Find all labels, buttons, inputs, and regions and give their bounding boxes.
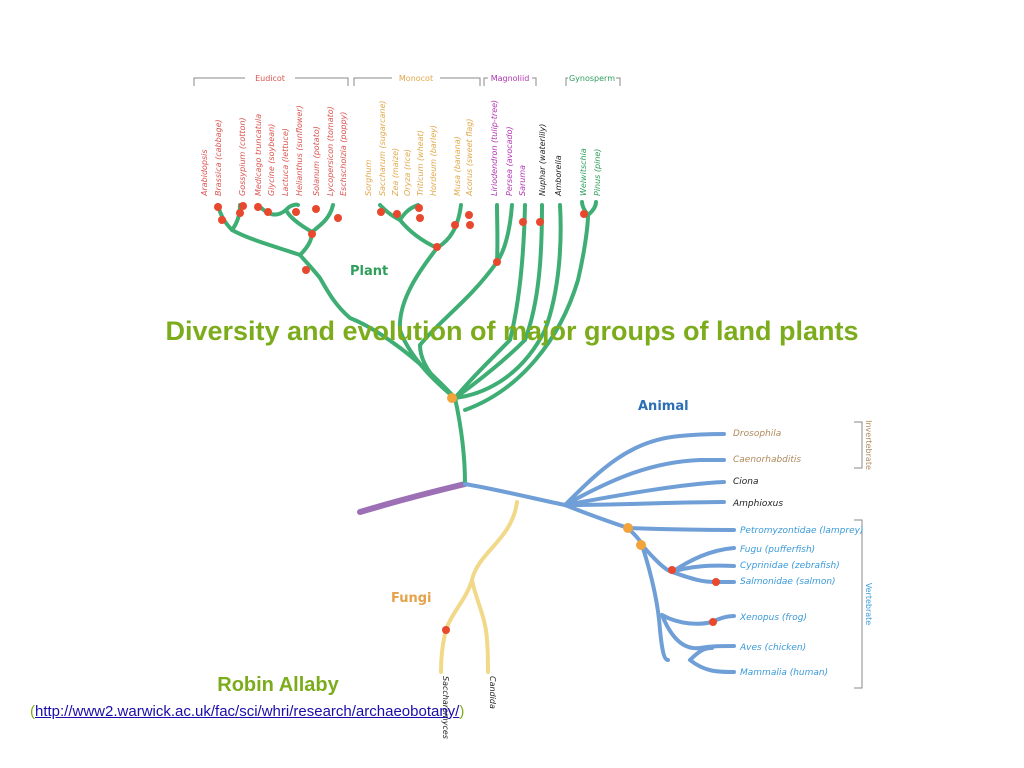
source-link-line: (http://www2.warwick.ac.uk/fac/sci/whri/…: [30, 703, 464, 720]
taxon-label: Gossypium (cotton): [238, 117, 247, 196]
plant-taxon-labels: Arabidopsis Brassica (cabbage) Gossypium (…: [200, 100, 602, 197]
taxon-label: Zea (maize): [391, 148, 400, 197]
group-label-plant: Plant: [350, 264, 388, 279]
node-marker: [709, 618, 717, 626]
taxon-label: Sorghum: [364, 160, 373, 196]
clade-label-gymnosperm: Gynosperm: [569, 74, 615, 83]
taxon-label: Solanum (potato): [312, 126, 321, 196]
node-marker: [334, 214, 342, 222]
node-marker: [292, 208, 300, 216]
clade-brackets: [193, 77, 621, 86]
root-branch: [357, 481, 468, 515]
node-marker: [447, 393, 457, 403]
group-label-fungi: Fungi: [391, 591, 432, 606]
taxon-label: Lactuca (lettuce): [281, 128, 290, 196]
node-marker: [214, 203, 222, 211]
taxon-label: Candida: [488, 676, 497, 709]
taxon-label: Fugu (pufferfish): [740, 545, 815, 555]
node-marker: [493, 258, 501, 266]
taxon-label: Saccharomyces: [441, 676, 450, 739]
node-marker: [442, 626, 450, 634]
taxon-label: Glycine (soybean): [267, 124, 276, 196]
node-marker: [254, 203, 262, 211]
node-marker: [519, 218, 527, 226]
taxon-label: Helianthus (sunflower): [295, 105, 304, 196]
taxon-label: Amphioxus: [732, 499, 783, 509]
taxon-label: Liriodendron (tulip-tree): [490, 100, 499, 196]
node-marker: [302, 266, 310, 274]
taxon-label: Brassica (cabbage): [214, 119, 223, 196]
taxon-label: Acorus (sweet flag): [465, 119, 474, 197]
node-marker: [393, 210, 401, 218]
node-marker: [580, 210, 588, 218]
taxon-label: Welwitschia: [579, 148, 588, 196]
node-marker: [668, 566, 676, 574]
taxon-label: Saruma: [518, 165, 527, 196]
source-link[interactable]: http://www2.warwick.ac.uk/fac/sci/whri/r…: [35, 703, 460, 720]
clade-label-magnoliid: Magnoliid: [491, 74, 530, 83]
clade-label-monocot: Monocot: [399, 74, 433, 83]
taxon-label: Eschscholzia (poppy): [339, 112, 348, 196]
taxon-label: Ciona: [733, 477, 759, 487]
node-marker: [308, 230, 316, 238]
animal-taxon-labels: DrosophilaCaenorhabditisCionaAmphioxusPe…: [732, 429, 863, 678]
taxon-label: Musa (banana): [453, 136, 462, 196]
node-marker: [466, 221, 474, 229]
taxon-label: Mammalia (human): [740, 668, 828, 678]
clade-label-invertebrate: Invertebrate: [864, 420, 873, 470]
node-marker: [451, 221, 459, 229]
taxon-label: Persea (avocado): [505, 126, 514, 196]
node-marker: [239, 202, 247, 210]
node-marker: [433, 243, 441, 251]
paren-close: ): [459, 703, 465, 720]
taxon-label: Oryza (rice): [403, 149, 412, 196]
node-markers: [214, 202, 720, 634]
node-marker: [416, 214, 424, 222]
taxon-label: Nuphar (waterlily): [538, 124, 547, 196]
taxon-label: Salmonidae (salmon): [740, 577, 836, 587]
group-label-animal: Animal: [638, 399, 689, 414]
fungi-taxon-labels: Saccharomyces Candida: [441, 676, 497, 739]
taxon-label: Petromyzontidae (lamprey): [740, 526, 863, 536]
taxon-label: Xenopus (frog): [739, 613, 807, 623]
taxon-label: Cyprinidae (zebrafish): [740, 561, 840, 571]
node-marker: [712, 578, 720, 586]
taxon-label: Hordeum (barley): [429, 125, 438, 196]
taxon-label: Triticum (wheat): [416, 130, 425, 196]
node-marker: [264, 208, 272, 216]
node-marker: [236, 209, 244, 217]
node-marker: [465, 211, 473, 219]
node-marker: [623, 523, 633, 533]
taxon-label: Medicago truncatula: [254, 114, 263, 196]
fungi-branches: [439, 500, 519, 674]
clade-brackets-side: [854, 421, 863, 689]
taxon-label: Caenorhabditis: [733, 455, 801, 465]
author-name: Robin Allaby: [217, 674, 339, 696]
taxon-label: Saccharum (sugarcane): [378, 101, 387, 197]
slide-title: Diversity and evolution of major groups …: [165, 316, 859, 346]
clade-label-eudicot: Eudicot: [255, 74, 285, 83]
node-marker: [415, 204, 423, 212]
taxon-label: Pinus (pine): [593, 149, 602, 196]
taxon-label: Arabidopsis: [200, 149, 209, 197]
node-marker: [636, 540, 646, 550]
node-marker: [312, 205, 320, 213]
node-marker: [536, 218, 544, 226]
taxon-label: Lycopersicon (tomato): [326, 106, 335, 196]
node-marker: [377, 208, 385, 216]
paren-open: (: [30, 703, 35, 720]
taxon-label: Amborella: [554, 155, 563, 197]
clade-label-vertebrate: Vertebrate: [864, 583, 873, 626]
taxon-label: Aves (chicken): [739, 643, 806, 653]
node-marker: [218, 216, 226, 224]
taxon-label: Drosophila: [733, 429, 781, 439]
animal-branches: [463, 432, 736, 674]
